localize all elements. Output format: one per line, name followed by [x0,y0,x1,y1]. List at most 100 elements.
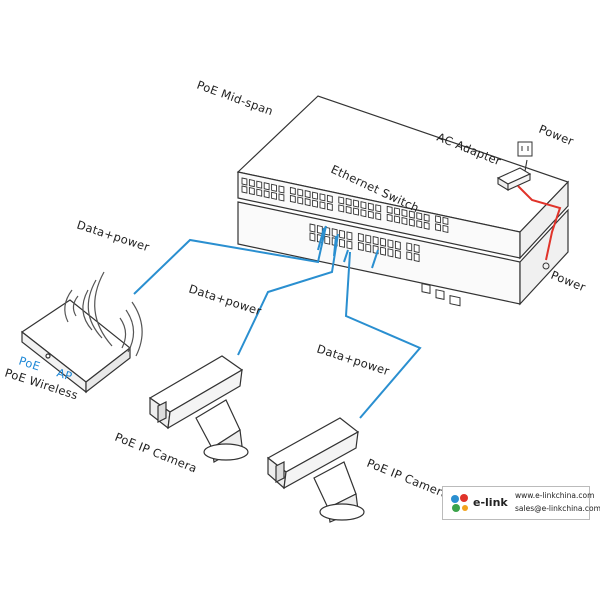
uplink-ports [421,283,461,307]
switch-port [435,215,441,224]
midspan-port [380,237,386,247]
switch-port [304,190,311,199]
label-poe-midspan: PoE Mid-span [195,78,275,119]
switch-port [263,182,270,191]
label-data-power-camera-2: Data+power [315,342,391,379]
midspan-port [324,235,331,245]
switch-port [297,196,304,205]
midspan-port [372,236,379,246]
midspan-port [316,225,323,235]
midspan-port [406,251,413,261]
switch-port [401,216,408,226]
switch-port [312,199,318,208]
label-power-right: Power [549,268,588,295]
midspan-port [339,229,345,239]
switch-port [408,210,415,219]
midspan-port [357,232,364,243]
switch-port [312,191,318,200]
switch-port [304,198,311,207]
label-poe-ap-poe: PoE [17,354,42,374]
ip-camera-2 [266,417,365,523]
switch-port [271,191,277,200]
power-cable [517,185,562,261]
label-poe-ap-ap: AP [55,366,74,384]
switch-port [435,223,441,232]
label-data-power-camera-1: Data+power [187,282,263,319]
label-data-power-ap: Data+power [75,218,151,255]
switch-port [289,186,296,196]
switch-port [241,177,248,186]
switch-port [442,216,449,226]
switch-port [394,215,400,224]
midspan-port [357,241,364,252]
switch-port [375,212,382,221]
switch-port [297,188,304,197]
switch-port [353,199,359,208]
switch-port [394,207,400,216]
switch-port [338,204,345,213]
switch-port [326,202,333,211]
switch-port [345,205,352,215]
elink-logo-icon [451,494,468,512]
switch-port [423,221,430,230]
label-power-top: Power [537,122,576,149]
switch-port [241,185,248,194]
website-link[interactable]: www.e-linkchina.com [515,491,595,500]
elink-logo-box: e-link www.e-linkchina.com sales@e-linkc… [442,486,600,520]
switch-port [256,180,263,189]
label-camera-2: PoE IP Camera [365,456,451,502]
switch-port [319,201,326,210]
brand-name: e-link [473,496,508,509]
switch-port [367,202,374,211]
wifi-waves-icon [64,271,143,357]
data-cables [133,225,422,419]
midspan-ports [309,223,420,263]
email-link[interactable]: sales@e-linkchina.com [515,504,600,513]
switch-port [386,213,393,222]
midspan-port [346,231,353,241]
switch-port [338,196,345,205]
switch-port [408,218,415,227]
switch-port [248,179,255,188]
midspan-port [387,248,394,258]
power-plug-icon [542,262,550,270]
ip-camera-1 [148,355,249,463]
midspan-port [339,238,345,248]
switch-port [353,207,359,216]
switch-port [386,205,393,214]
midspan-port [309,232,316,242]
switch-port [256,188,263,197]
midspan-port [394,240,401,250]
switch-port [326,194,333,203]
midspan-port [413,252,420,263]
switch-port [319,193,326,202]
midspan-port [309,223,316,233]
midspan-port [346,240,353,250]
ac-adapter [496,159,532,191]
midspan-port [380,246,386,256]
poe-midspan [237,201,569,306]
midspan-port [331,228,338,238]
switch-port [248,187,255,196]
midspan-port [394,249,401,259]
switch-port [271,183,277,192]
midspan-port [413,243,420,254]
switch-port [375,204,382,213]
switch-port [278,185,285,194]
switch-port [442,224,449,234]
midspan-port [365,243,372,253]
midspan-port [365,234,372,244]
switch-port [367,210,374,219]
switch-port [289,194,296,204]
switch-port [401,208,408,218]
switch-port [278,193,285,202]
switch-port [416,220,423,229]
poe-wireless-ap [20,299,131,394]
midspan-port [387,239,394,249]
switch-port [345,197,352,207]
midspan-port [406,242,413,252]
switch-port [416,212,423,221]
label-camera-1: PoE IP Camera [113,430,199,476]
wall-plug [517,141,533,157]
